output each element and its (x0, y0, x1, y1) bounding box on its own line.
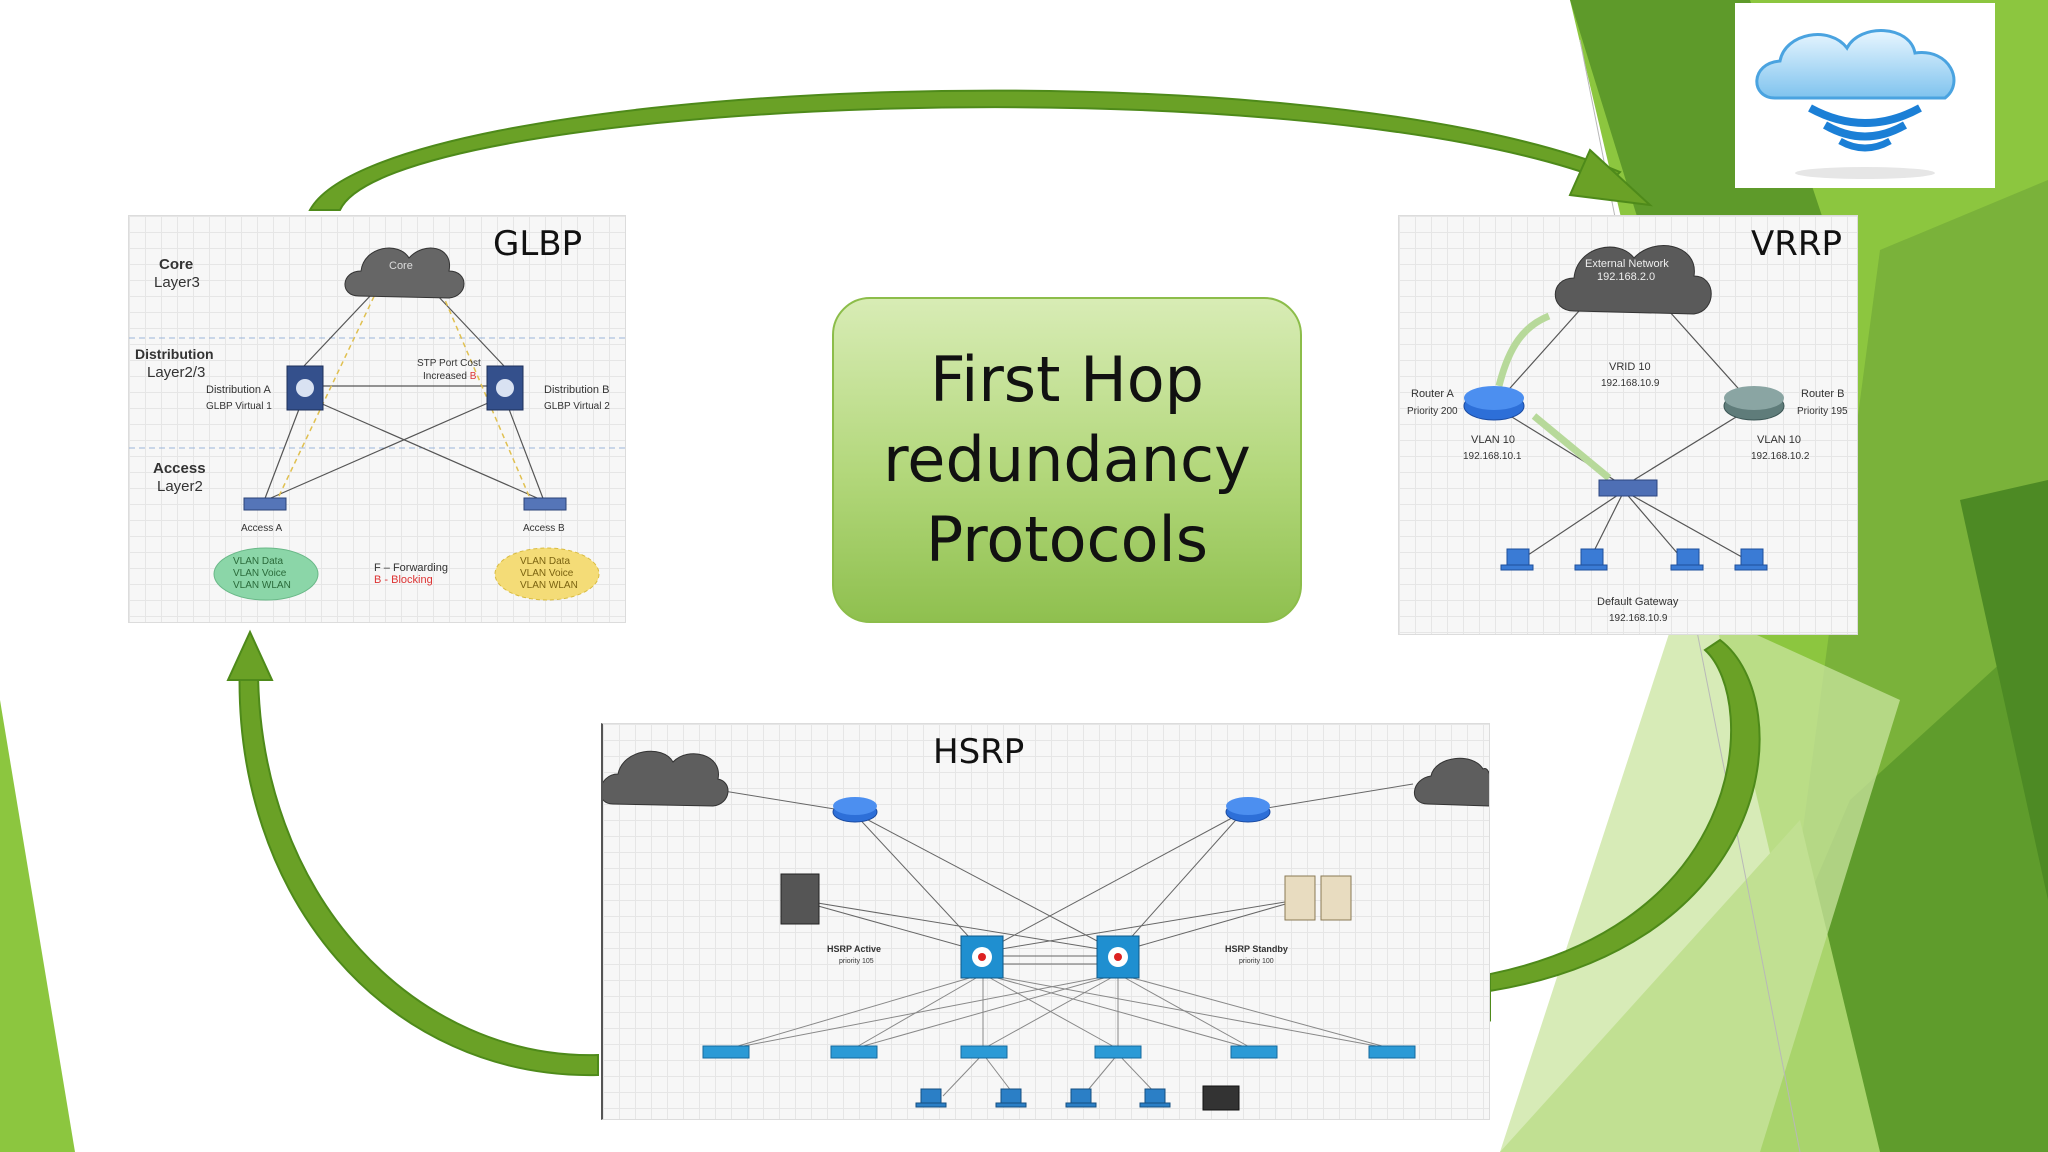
hsrp-standby-priority: priority 100 (1239, 958, 1274, 965)
glbp-title: GLBP (493, 224, 583, 264)
router-icon (832, 797, 1271, 823)
glbp-virtual-1-label: GLBP Virtual 1 (206, 401, 272, 412)
core-label: Core (159, 256, 194, 273)
vlan-wlan-b: VLAN WLAN (520, 580, 578, 591)
stp-increased-label: Increased B (423, 371, 477, 382)
router-a-label: Router A (1411, 388, 1454, 400)
vlan-voice-b: VLAN Voice (520, 568, 574, 579)
hsrp-active-label: HSRP Active (827, 944, 882, 954)
dist-a-label: Distribution A (206, 384, 271, 396)
center-title-line1: First Hop (929, 343, 1205, 416)
vlan-voice-a: VLAN Voice (233, 568, 287, 579)
vlan-data-b: VLAN Data (520, 556, 571, 567)
router-a-priority: Priority 200 (1407, 406, 1458, 417)
router-b-label: Router B (1801, 388, 1845, 400)
vlan-a-label: VLAN 10 (1471, 434, 1516, 446)
vlan-a-ip: 192.168.10.1 (1463, 451, 1522, 462)
cloud-icon (603, 750, 1489, 807)
cloud-wifi-logo (1735, 3, 1995, 188)
router-b-priority: Priority 195 (1797, 406, 1848, 417)
vrrp-diagram: VRRP External Network 192.168.2.0 VRID 1… (1398, 215, 1858, 635)
access-b-label: Access B (523, 523, 565, 534)
phone-icon (1202, 1085, 1240, 1111)
default-gateway-ip: 192.168.10.9 (1609, 613, 1668, 624)
glbp-diagram: GLBP Core Layer3 Core Distribution Layer… (128, 215, 626, 623)
cloud-wifi-logo-icon (1755, 29, 1956, 179)
router-icon (1463, 386, 1785, 421)
center-title-line2: redundancy (883, 423, 1251, 496)
cloud-icon (344, 247, 465, 299)
core-cloud-label: Core (389, 260, 413, 272)
laptop-icon (1500, 548, 1768, 571)
forwarding-label: F – Forwarding (374, 562, 448, 574)
dist-b-label: Distribution B (544, 384, 610, 396)
hsrp-title: HSRP (933, 732, 1025, 772)
vrrp-title: VRRP (1751, 224, 1843, 264)
default-gateway-label: Default Gateway (1597, 596, 1679, 608)
hsrp-diagram: HSRP HSRP Active priority 105 HSRP Stand… (601, 723, 1490, 1120)
layer2-label: Layer2 (157, 478, 203, 495)
switch-icon (1598, 479, 1658, 497)
layer3-label: Layer3 (154, 274, 200, 291)
vlan-b-label: VLAN 10 (1757, 434, 1802, 446)
access-label: Access (153, 460, 206, 477)
vrid-label: VRID 10 (1609, 361, 1651, 373)
blocking-label: B - Blocking (374, 574, 433, 586)
center-title-line3: Protocols (925, 503, 1209, 576)
laptop-icon (915, 1088, 1171, 1108)
vlan-b-ip: 192.168.10.2 (1751, 451, 1810, 462)
glbp-virtual-2-label: GLBP Virtual 2 (544, 401, 610, 412)
distribution-label: Distribution (135, 346, 214, 362)
server-icon (780, 873, 1352, 925)
center-title-box: First Hop redundancy Protocols (832, 297, 1302, 623)
vlan-wlan-a: VLAN WLAN (233, 580, 291, 591)
access-a-label: Access A (241, 523, 283, 534)
stp-port-cost-label: STP Port Cost (417, 358, 481, 369)
arrow-hsrp-to-glbp (238, 659, 599, 1077)
layer23-label: Layer2/3 (147, 364, 206, 381)
vrid-ip: 192.168.10.9 (1601, 378, 1660, 389)
vlan-data-a: VLAN Data (233, 556, 284, 567)
arrow-vrrp-to-hsrp (1453, 638, 1761, 997)
arrow-glbp-to-vrrp (308, 89, 1622, 211)
hsrp-active-priority: priority 105 (839, 958, 874, 965)
cloud-icon (1554, 245, 1712, 315)
external-network-ip: 192.168.2.0 (1597, 271, 1656, 283)
hsrp-standby-label: HSRP Standby (1225, 944, 1288, 954)
external-network-label: External Network (1585, 258, 1669, 270)
switch-icon (243, 365, 567, 511)
switch-icon (702, 935, 1416, 1059)
